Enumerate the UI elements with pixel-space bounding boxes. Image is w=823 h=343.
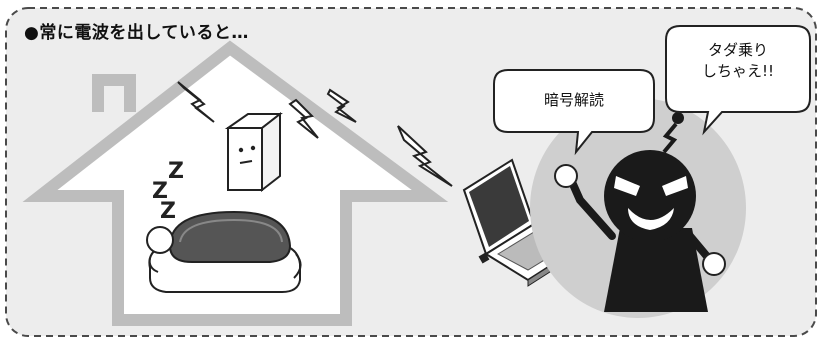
sleep-z-2: Z [152,179,168,204]
bubble-decode-text: 暗号解読 [543,91,604,109]
hacker-figure [554,112,726,312]
laptop-signal-wave [397,125,453,187]
bubble-freeride-text: タダ乗り しちゃえ!! [666,40,810,82]
bubble-freeride-line2: しちゃえ!! [701,62,775,80]
speech-bubble-decode [493,69,655,156]
house-chimney [92,74,136,112]
router-signal-waves [177,81,357,139]
bubble-freeride-line1: タダ乗り [707,41,768,59]
sleep-z-3: Z [160,199,176,224]
sleep-z-1: Z [168,159,184,184]
sleep-zzz: Z Z Z [152,159,184,224]
sleeping-person [146,210,302,293]
page-heading: ●常に電波を出していると… [24,23,249,43]
router-device [224,111,283,193]
speech-bubble-freeride [665,25,811,136]
